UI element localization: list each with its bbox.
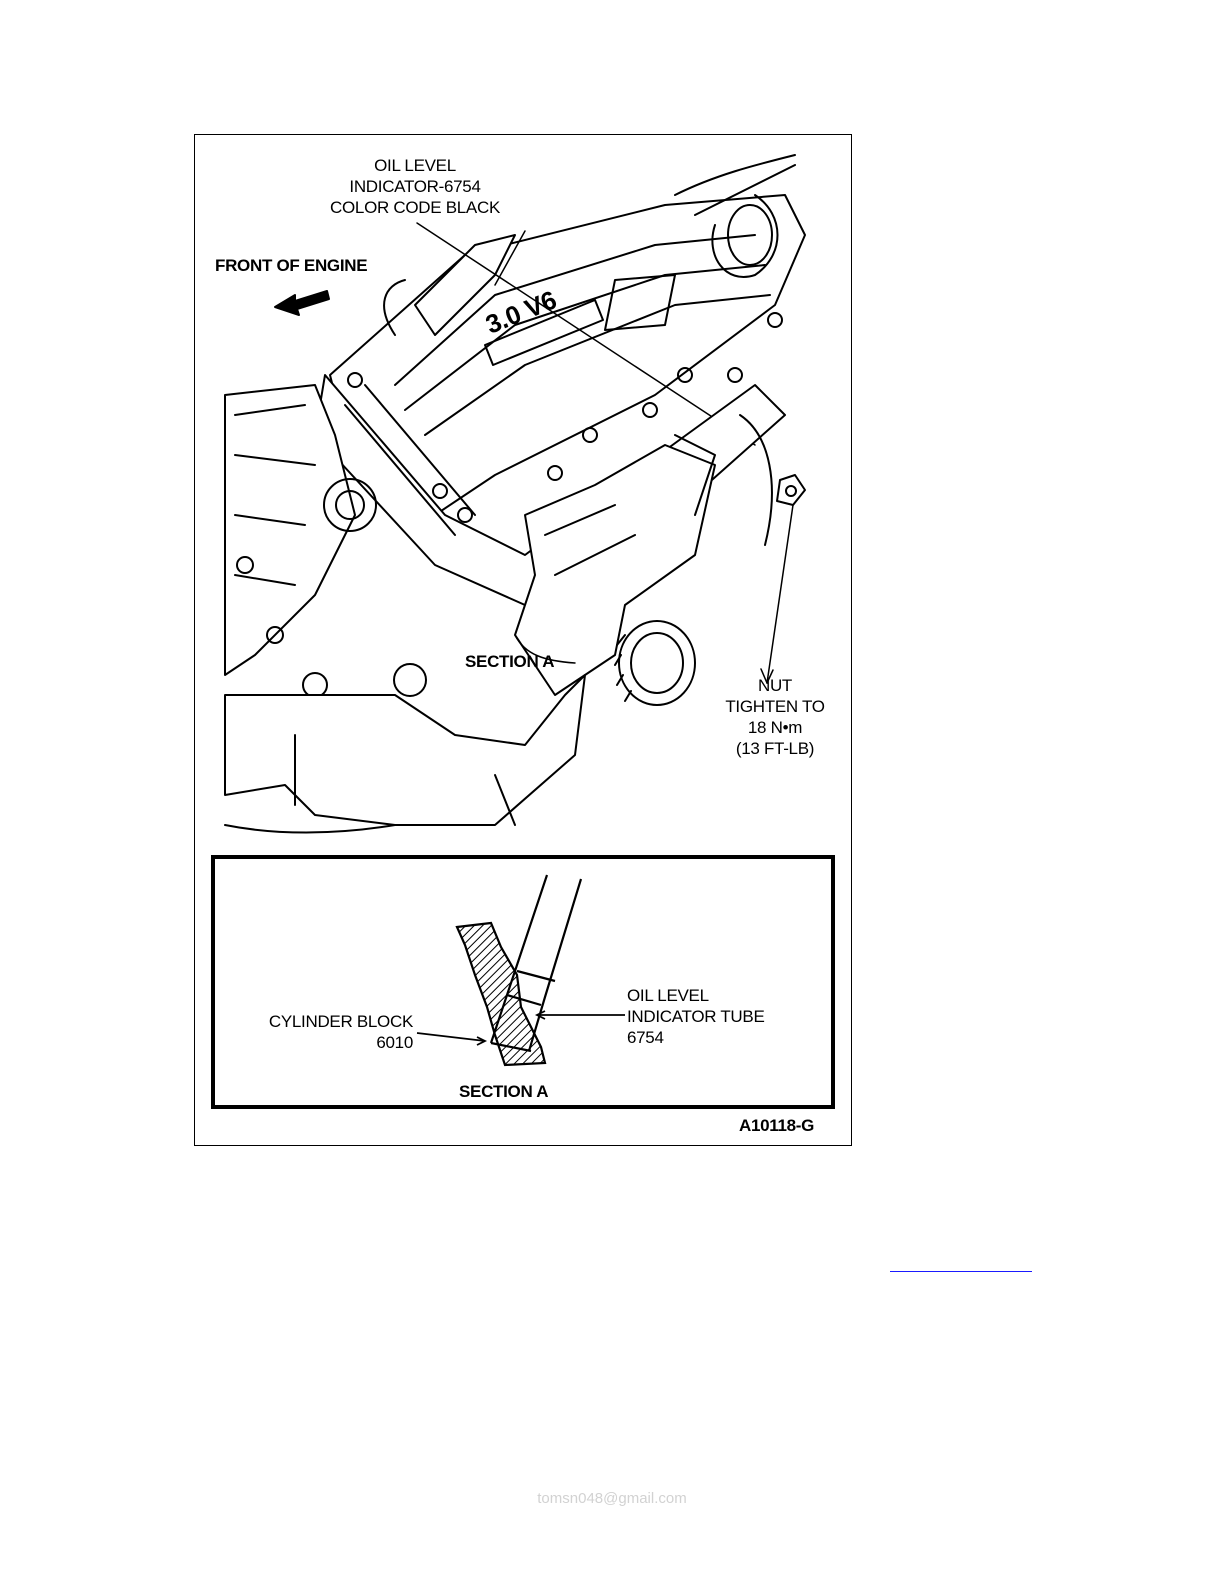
label-line: OIL LEVEL bbox=[315, 155, 515, 176]
label-line: CYLINDER BLOCK bbox=[235, 1011, 413, 1032]
figure-id: A10118-G bbox=[739, 1115, 814, 1136]
label-line: INDICATOR TUBE bbox=[627, 1006, 765, 1027]
front-arrow-icon bbox=[275, 291, 329, 315]
label-line: OIL LEVEL bbox=[627, 985, 765, 1006]
oil-level-indicator-label: OIL LEVEL INDICATOR-6754 COLOR CODE BLAC… bbox=[315, 155, 515, 218]
label-line: 6010 bbox=[235, 1032, 413, 1053]
section-a-callout: SECTION A bbox=[465, 651, 554, 672]
cylinder-block-label: CYLINDER BLOCK 6010 bbox=[235, 1011, 413, 1053]
label-line: (13 FT-LB) bbox=[695, 738, 855, 759]
front-of-engine-label: FRONT OF ENGINE bbox=[215, 255, 367, 276]
label-line: COLOR CODE BLACK bbox=[315, 197, 515, 218]
section-a-title: SECTION A bbox=[459, 1081, 548, 1102]
figure-frame: OIL LEVEL INDICATOR-6754 COLOR CODE BLAC… bbox=[194, 134, 852, 1146]
label-line: INDICATOR-6754 bbox=[315, 176, 515, 197]
hyperlink-underline[interactable] bbox=[890, 1271, 1032, 1272]
label-line: NUT bbox=[695, 675, 855, 696]
section-a-inset bbox=[213, 857, 833, 1107]
label-line: 18 N•m bbox=[695, 717, 855, 738]
label-line: 6754 bbox=[627, 1027, 765, 1048]
watermark: tomsn048@gmail.com bbox=[0, 1490, 1224, 1507]
nut-torque-label: NUT TIGHTEN TO 18 N•m (13 FT-LB) bbox=[695, 675, 855, 759]
label-line: TIGHTEN TO bbox=[695, 696, 855, 717]
oil-level-tube-label: OIL LEVEL INDICATOR TUBE 6754 bbox=[627, 985, 765, 1048]
